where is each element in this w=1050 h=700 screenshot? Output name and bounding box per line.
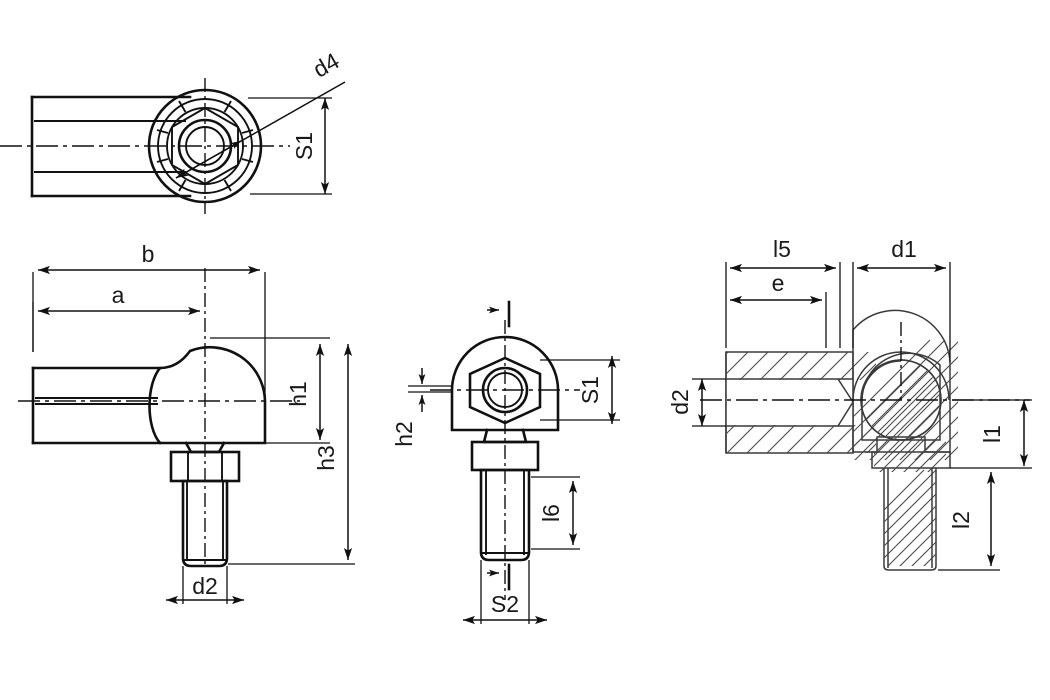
side-view-shank [31, 366, 162, 445]
dim-h3: h3 [228, 344, 355, 565]
dim-d1: d1 [852, 236, 951, 362]
section-stud [871, 440, 951, 571]
dim-S1-top: S1 [248, 97, 332, 195]
dim-label-b: b [142, 241, 155, 267]
dim-a: a [32, 282, 200, 352]
view-side: b a h1 h3 d2 [18, 241, 355, 605]
dim-label-l1: l1 [979, 425, 1005, 443]
dim-label-h3: h3 [313, 445, 339, 471]
section-body [700, 309, 1030, 460]
dim-label-h1: h1 [285, 381, 311, 407]
front-view-stud [479, 468, 531, 562]
dim-label-l6: l6 [538, 504, 564, 522]
dim-label-S1-front: S1 [577, 376, 603, 404]
dim-label-h2: h2 [391, 421, 417, 447]
dim-l5: l5 [725, 236, 841, 348]
side-view-head [18, 268, 300, 566]
dim-label-S2: S2 [491, 591, 519, 617]
dim-label-d1: d1 [891, 236, 917, 262]
dim-label-l2: l2 [948, 511, 974, 529]
dim-l6: l6 [531, 476, 580, 550]
dim-label-l5: l5 [773, 236, 791, 262]
view-section: l5 e d1 d2 l1 [667, 236, 1032, 571]
dim-label-e: e [772, 270, 785, 296]
dim-label-S1-top: S1 [291, 132, 317, 160]
dim-l1: l1 [950, 399, 1032, 469]
dim-label-d2-section: d2 [667, 389, 693, 415]
dim-d2-section: d2 [667, 378, 726, 427]
dim-S2: S2 [463, 300, 547, 625]
dim-e: e [730, 270, 827, 348]
side-view-stud [181, 479, 229, 568]
top-view-shank [30, 95, 192, 198]
view-front: S1 h2 l6 S2 [391, 300, 620, 625]
dim-label-d2-side: d2 [192, 573, 218, 599]
dim-h1: h1 [210, 337, 330, 444]
dim-d2-side: d2 [166, 566, 244, 605]
dim-label-a: a [112, 282, 125, 308]
dim-h2: h2 [391, 368, 452, 447]
top-view-head [0, 78, 290, 214]
front-view-hexagon [468, 356, 542, 425]
dim-S1-front: S1 [540, 356, 620, 424]
dim-l2: l2 [938, 472, 1000, 571]
